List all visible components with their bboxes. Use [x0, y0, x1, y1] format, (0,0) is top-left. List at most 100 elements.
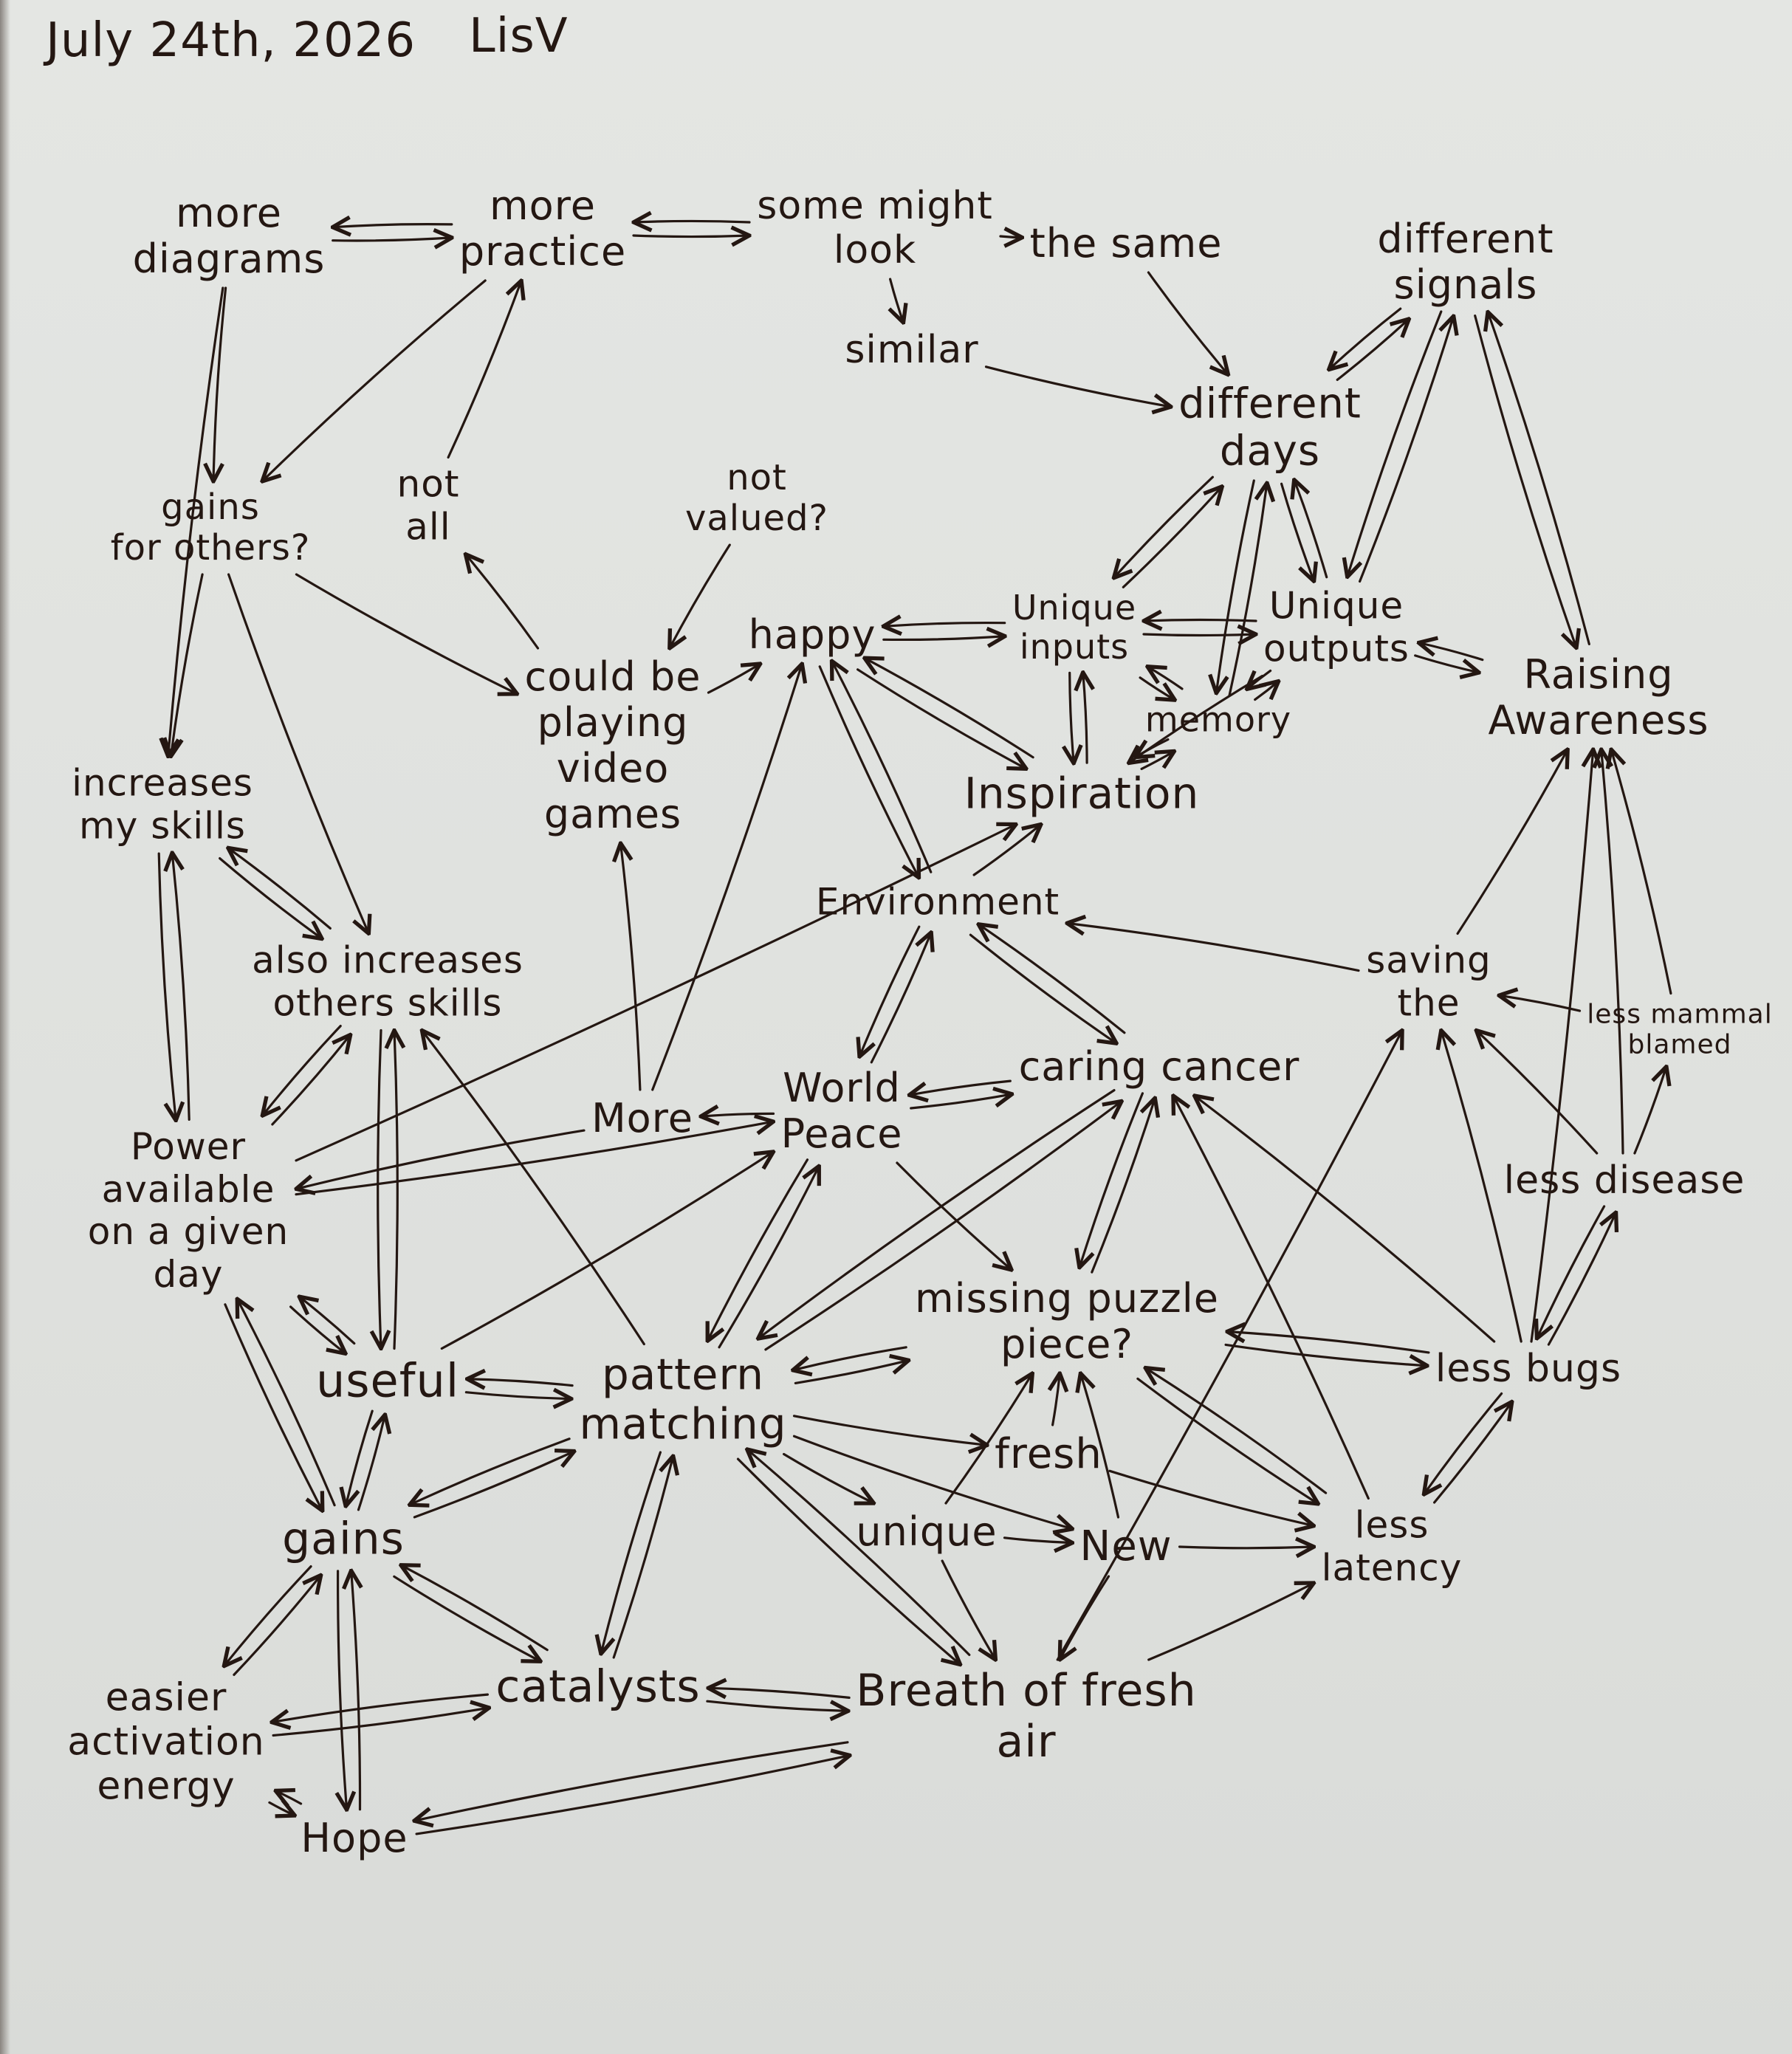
edge-less-bugs-to-missing-puzzle-b — [1224, 1343, 1427, 1365]
edge-gains-to-hope-a — [338, 1570, 347, 1810]
edge-easier-activation-to-hope-a — [268, 1802, 295, 1816]
edge-environment-to-inspiration — [972, 825, 1041, 876]
edge-breath-of-fresh-air-to-less-latency — [1147, 1583, 1314, 1661]
edge-less-mammal-to-saving-the — [1499, 995, 1582, 1012]
edge-pattern-matching-to-missing-puzzle-a — [794, 1360, 909, 1384]
edge-unique-inputs-to-unique-outputs-b — [1144, 620, 1257, 622]
edge-increases-my-skills-to-also-increases-b — [228, 848, 332, 930]
edge-fresh-to-missing-puzzle — [1053, 1373, 1060, 1426]
edge-environment-to-world-peace-b — [870, 932, 931, 1064]
edge-less-latency-to-less-bugs-b — [1424, 1392, 1503, 1495]
edge-power-available-to-world-peace — [295, 1122, 774, 1196]
edge-different-days-to-memory-a — [1216, 479, 1255, 693]
edge-similar-to-different-days — [984, 365, 1172, 407]
edge-useful-to-pattern-matching-b — [467, 1379, 574, 1386]
edge-fresh-to-less-latency — [1108, 1469, 1314, 1525]
node-useful: useful — [315, 1353, 460, 1408]
header-author: LisV — [469, 9, 569, 63]
edge-some-might-look-to-similar — [890, 278, 904, 323]
edge-pattern-matching-to-fresh — [792, 1415, 988, 1446]
edge-pattern-matching-to-also-increases — [422, 1031, 645, 1346]
edge-unique-outputs-to-memory-a — [1247, 669, 1272, 689]
edge-happy-to-unique-inputs-a — [882, 636, 1006, 640]
edge-useful-to-gains-b — [357, 1415, 385, 1511]
node-unique: unique — [856, 1508, 998, 1555]
edge-pattern-matching-to-caring-cancer-a — [764, 1101, 1122, 1351]
edge-gains-to-hope-b — [351, 1570, 360, 1811]
edge-the-same-to-different-days — [1147, 271, 1228, 375]
edge-unique-inputs-to-memory-a — [1139, 676, 1175, 700]
edge-gains-for-others-to-could-be-playing — [295, 573, 517, 694]
edge-different-days-to-unique-outputs-b — [1294, 480, 1328, 579]
node-hope: Hope — [301, 1814, 408, 1861]
edge-gains-to-easier-activation-b — [233, 1575, 321, 1676]
edge-less-bugs-to-caring-cancer — [1195, 1096, 1496, 1343]
edge-world-peace-to-more — [701, 1113, 775, 1116]
edge-environment-to-world-peace-a — [859, 925, 921, 1057]
edge-increases-my-skills-to-power-available-b — [172, 853, 190, 1121]
edge-different-signals-to-raising-awareness-a — [1474, 315, 1576, 648]
edge-more-practice-to-gains-for-others — [262, 279, 487, 481]
edge-pattern-matching-to-catalysts-a — [601, 1451, 662, 1654]
edge-could-be-playing-to-not-all — [465, 554, 540, 650]
edge-unique-outputs-to-raising-awareness-b — [1418, 643, 1484, 662]
edge-different-days-to-unique-outputs-a — [1280, 482, 1314, 581]
edge-more-practice-to-some-might-look-a — [632, 236, 749, 237]
edge-unique-inputs-to-memory-b — [1147, 667, 1184, 690]
edge-unique-outputs-to-inspiration — [1129, 674, 1264, 763]
edge-different-signals-to-raising-awareness-b — [1488, 312, 1590, 645]
edge-less-latency-to-missing-puzzle-b — [1136, 1377, 1319, 1504]
node-environment: Environment — [815, 880, 1060, 924]
edge-easier-activation-to-hope-b — [275, 1790, 303, 1804]
edge-gains-to-pattern-matching-a — [413, 1452, 574, 1519]
edge-pattern-matching-to-world-peace-a — [718, 1166, 819, 1349]
edge-power-available-to-gains-b — [237, 1299, 336, 1507]
edge-less-mammal-to-raising-awareness — [1611, 749, 1672, 995]
edge-world-peace-to-caring-cancer-b — [909, 1079, 1012, 1095]
edge-less-latency-to-caring-cancer — [1173, 1096, 1370, 1500]
edge-more-diagrams-to-increases-my-skills — [168, 286, 224, 757]
edge-pattern-matching-to-world-peace-b — [707, 1158, 809, 1342]
edge-happy-to-inspiration-b — [865, 658, 1034, 759]
edge-not-all-to-more-practice — [447, 281, 521, 459]
edge-memory-to-inspiration-b — [1140, 751, 1174, 770]
edge-unique-to-new — [1003, 1538, 1073, 1543]
edge-also-increases-to-useful-b — [394, 1031, 397, 1350]
edge-happy-to-unique-inputs-b — [883, 623, 1006, 627]
edge-useful-to-world-peace — [440, 1152, 773, 1350]
edge-unique-outputs-to-raising-awareness-a — [1414, 654, 1480, 673]
edge-pattern-matching-to-new — [792, 1435, 1073, 1529]
node-inspiration: Inspiration — [964, 768, 1200, 819]
node-catalysts: catalysts — [495, 1660, 701, 1713]
edge-some-might-look-to-the-same — [999, 236, 1023, 238]
edge-saving-the-to-environment — [1067, 923, 1360, 972]
edge-pattern-matching-to-catalysts-b — [612, 1456, 673, 1659]
edge-unique-inputs-to-inspiration-b — [1083, 673, 1087, 764]
edge-gains-to-catalysts-a — [393, 1575, 540, 1661]
edge-different-days-to-different-signals-a — [1336, 319, 1409, 381]
edge-easier-activation-to-catalysts-b — [272, 1693, 489, 1722]
edge-power-available-to-gains-a — [224, 1303, 323, 1511]
edge-environment-to-caring-cancer-a — [969, 933, 1116, 1043]
edge-new-to-missing-puzzle — [1080, 1373, 1120, 1519]
edge-gains-to-easier-activation-a — [224, 1565, 312, 1666]
node-similar: similar — [845, 328, 979, 373]
edge-also-increases-to-power-available-b — [271, 1034, 351, 1126]
edge-catalysts-to-breath-of-fresh-air-a — [706, 1701, 848, 1711]
node-new: New — [1079, 1522, 1173, 1570]
edge-saving-the-to-raising-awareness — [1456, 749, 1568, 935]
edge-more-to-happy — [651, 664, 803, 1091]
